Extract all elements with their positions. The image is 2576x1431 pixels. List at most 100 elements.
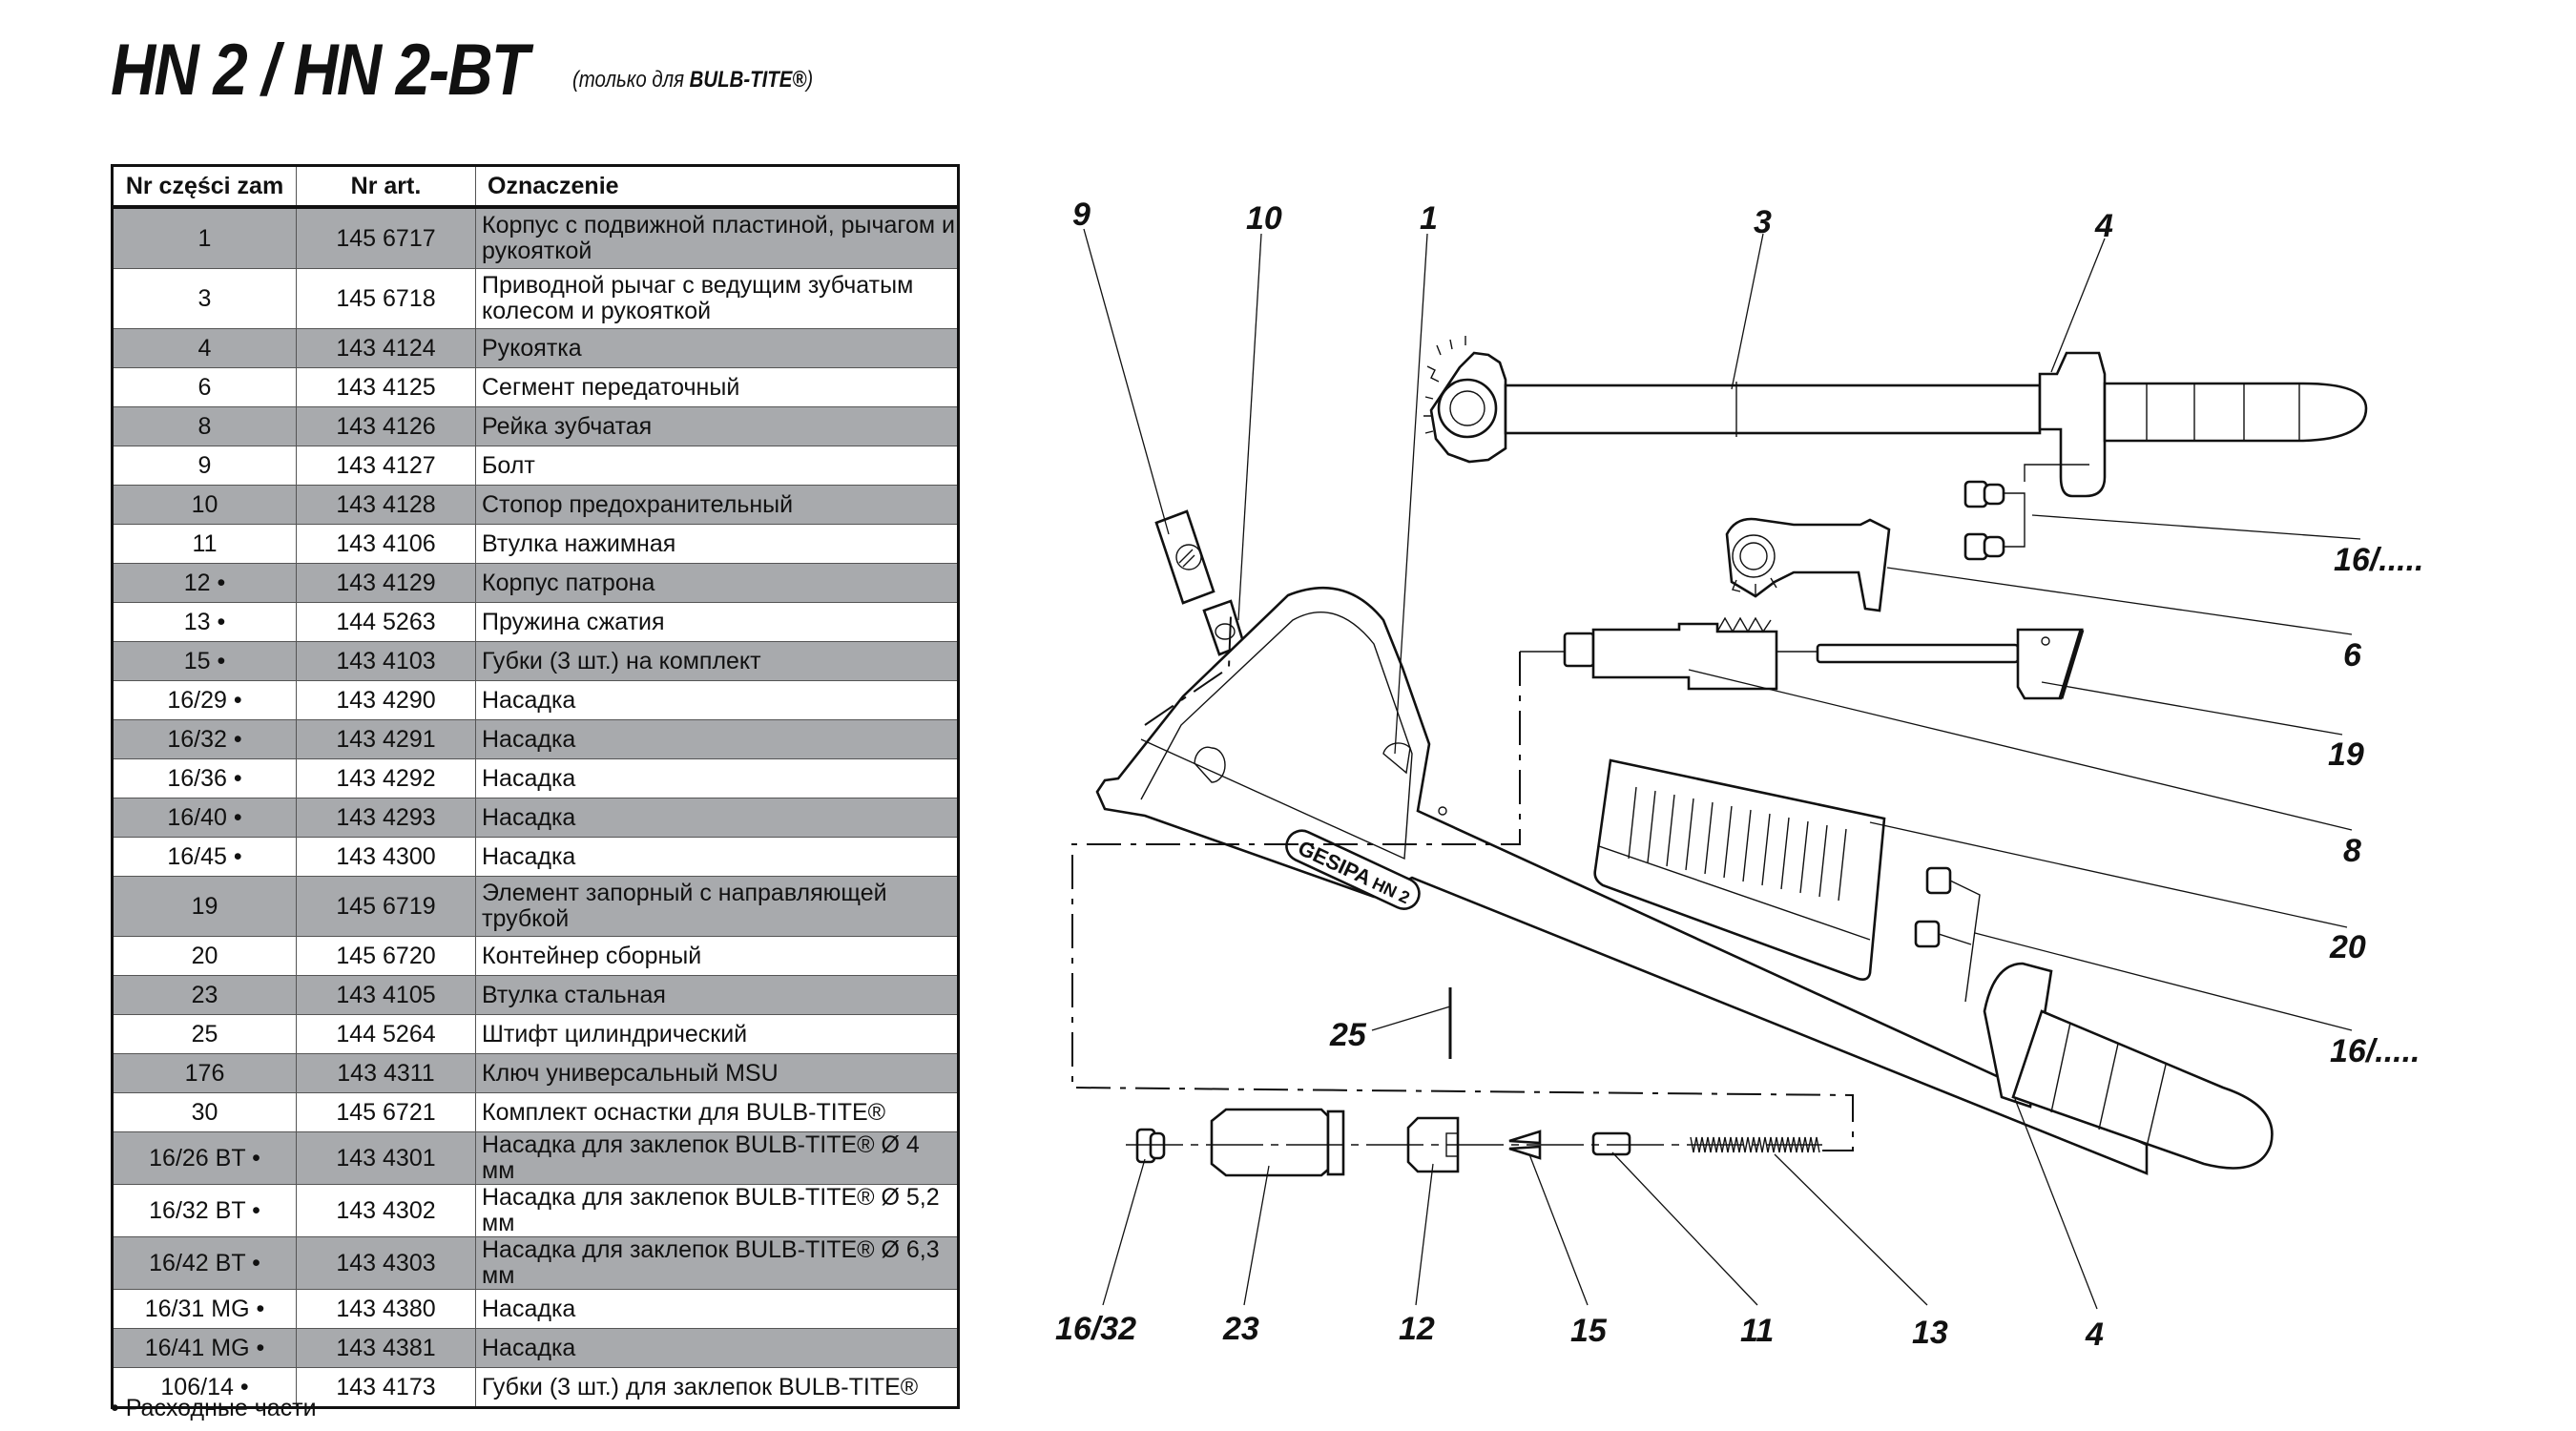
part-23-steel-sleeve [1210, 1108, 1345, 1177]
part-9-bolt [1154, 509, 1215, 605]
description-cell: Насадка [475, 837, 959, 877]
article-number-cell: 143 4128 [296, 485, 476, 525]
description-cell: Губки (3 шт.) на комплект [475, 641, 959, 681]
part-number-cell: 8 [112, 406, 297, 446]
table-header-row: Nr części zam Nr art. Oznaczenie [112, 165, 959, 209]
article-number-cell: 143 4124 [296, 328, 476, 368]
callout-16-top: 16/..... [2334, 542, 2424, 578]
part-number-cell: 16/26 BT • [112, 1131, 297, 1185]
callout-8: 8 [2343, 833, 2361, 869]
description-cell: Элемент запорный с направляющей трубкой [475, 876, 959, 937]
description-cell: Втулка стальная [475, 975, 959, 1015]
callout-9: 9 [1072, 197, 1091, 233]
description-cell: Насадка для заклепок BULB-TITE® Ø 6,3 мм [475, 1236, 959, 1290]
description-cell: Насадка [475, 719, 959, 759]
part-16-32-nozzle [1135, 1128, 1166, 1164]
part-number-cell: 10 [112, 485, 297, 525]
article-number-cell: 143 4291 [296, 719, 476, 759]
article-number-cell: 143 4103 [296, 641, 476, 681]
description-cell: Насадка [475, 680, 959, 720]
part-number-cell: 12 • [112, 563, 297, 603]
part-number-cell: 106/14 • [112, 1367, 297, 1408]
article-number-cell: 145 6719 [296, 876, 476, 937]
part-number-cell: 9 [112, 446, 297, 486]
callout-23: 23 [1222, 1311, 1259, 1347]
callout-3: 3 [1754, 204, 1772, 240]
part-number-cell: 16/36 • [112, 758, 297, 798]
callout-6: 6 [2343, 637, 2362, 674]
part-number-cell: 13 • [112, 602, 297, 642]
description-cell: Сегмент передаточный [475, 367, 959, 407]
description-cell: Втулка нажимная [475, 524, 959, 564]
callout-12: 12 [1399, 1311, 1435, 1347]
article-number-cell: 143 4302 [296, 1184, 476, 1237]
page-subtitle: (только для BULB-TITE®) [572, 67, 813, 93]
part-number-cell: 16/45 • [112, 837, 297, 877]
part-number-cell: 3 [112, 268, 297, 329]
page-title: HN 2 / HN 2-BT [111, 30, 530, 111]
callout-10: 10 [1246, 200, 1282, 237]
article-number-cell: 145 6721 [296, 1092, 476, 1132]
description-cell: Насадка [475, 1289, 959, 1329]
part-3-drive-lever [1423, 336, 2042, 464]
callout-4-bottom: 4 [2085, 1317, 2104, 1353]
callout-25: 25 [1329, 1017, 1367, 1053]
description-cell: Насадка [475, 798, 959, 838]
subtitle-prefix: (только для [572, 67, 690, 93]
description-cell: Стопор предохранительный [475, 485, 959, 525]
page-title-block: HN 2 / HN 2-BT [111, 29, 595, 112]
part-number-cell: 30 [112, 1092, 297, 1132]
description-cell: Насадка [475, 1328, 959, 1368]
part-16-nozzles-mid [1914, 866, 1981, 1003]
article-number-cell: 143 4105 [296, 975, 476, 1015]
description-cell: Контейнер сборный [475, 936, 959, 976]
article-number-cell: 143 4293 [296, 798, 476, 838]
column-header-article-no: Nr art. [296, 165, 476, 209]
part-number-cell: 6 [112, 367, 297, 407]
article-number-cell: 143 4290 [296, 680, 476, 720]
description-cell: Корпус с подвижной пластиной, рычагом и … [475, 207, 959, 269]
part-4-handle-bottom [1983, 962, 2274, 1170]
description-cell: Комплект оснастки для BULB-TITE® [475, 1092, 959, 1132]
article-number-cell: 143 4127 [296, 446, 476, 486]
callout-16-mid: 16/..... [2330, 1033, 2420, 1069]
article-number-cell: 143 4126 [296, 406, 476, 446]
callout-19: 19 [2328, 736, 2364, 773]
callout-13: 13 [1912, 1315, 1948, 1351]
description-cell: Насадка для заклепок BULB-TITE® Ø 5,2 мм [475, 1184, 959, 1237]
part-number-cell: 25 [112, 1014, 297, 1054]
part-15-jaws [1508, 1130, 1542, 1160]
description-cell: Болт [475, 446, 959, 486]
subtitle-brand: BULB-TITE® [689, 67, 807, 93]
article-number-cell: 145 6720 [296, 936, 476, 976]
description-cell: Рейка зубчатая [475, 406, 959, 446]
article-number-cell: 143 4292 [296, 758, 476, 798]
subtitle-suffix: ) [806, 67, 814, 93]
part-19-locking-element [1816, 628, 2085, 700]
description-cell: Насадка для заклепок BULB-TITE® Ø 4 мм [475, 1131, 959, 1185]
description-cell: Штифт цилиндрический [475, 1014, 959, 1054]
description-cell: Пружина сжатия [475, 602, 959, 642]
article-number-cell: 143 4380 [296, 1289, 476, 1329]
part-number-cell: 23 [112, 975, 297, 1015]
part-number-cell: 16/42 BT • [112, 1236, 297, 1290]
article-number-cell: 144 5264 [296, 1014, 476, 1054]
article-number-cell: 143 4381 [296, 1328, 476, 1368]
article-number-cell: 145 6718 [296, 268, 476, 329]
